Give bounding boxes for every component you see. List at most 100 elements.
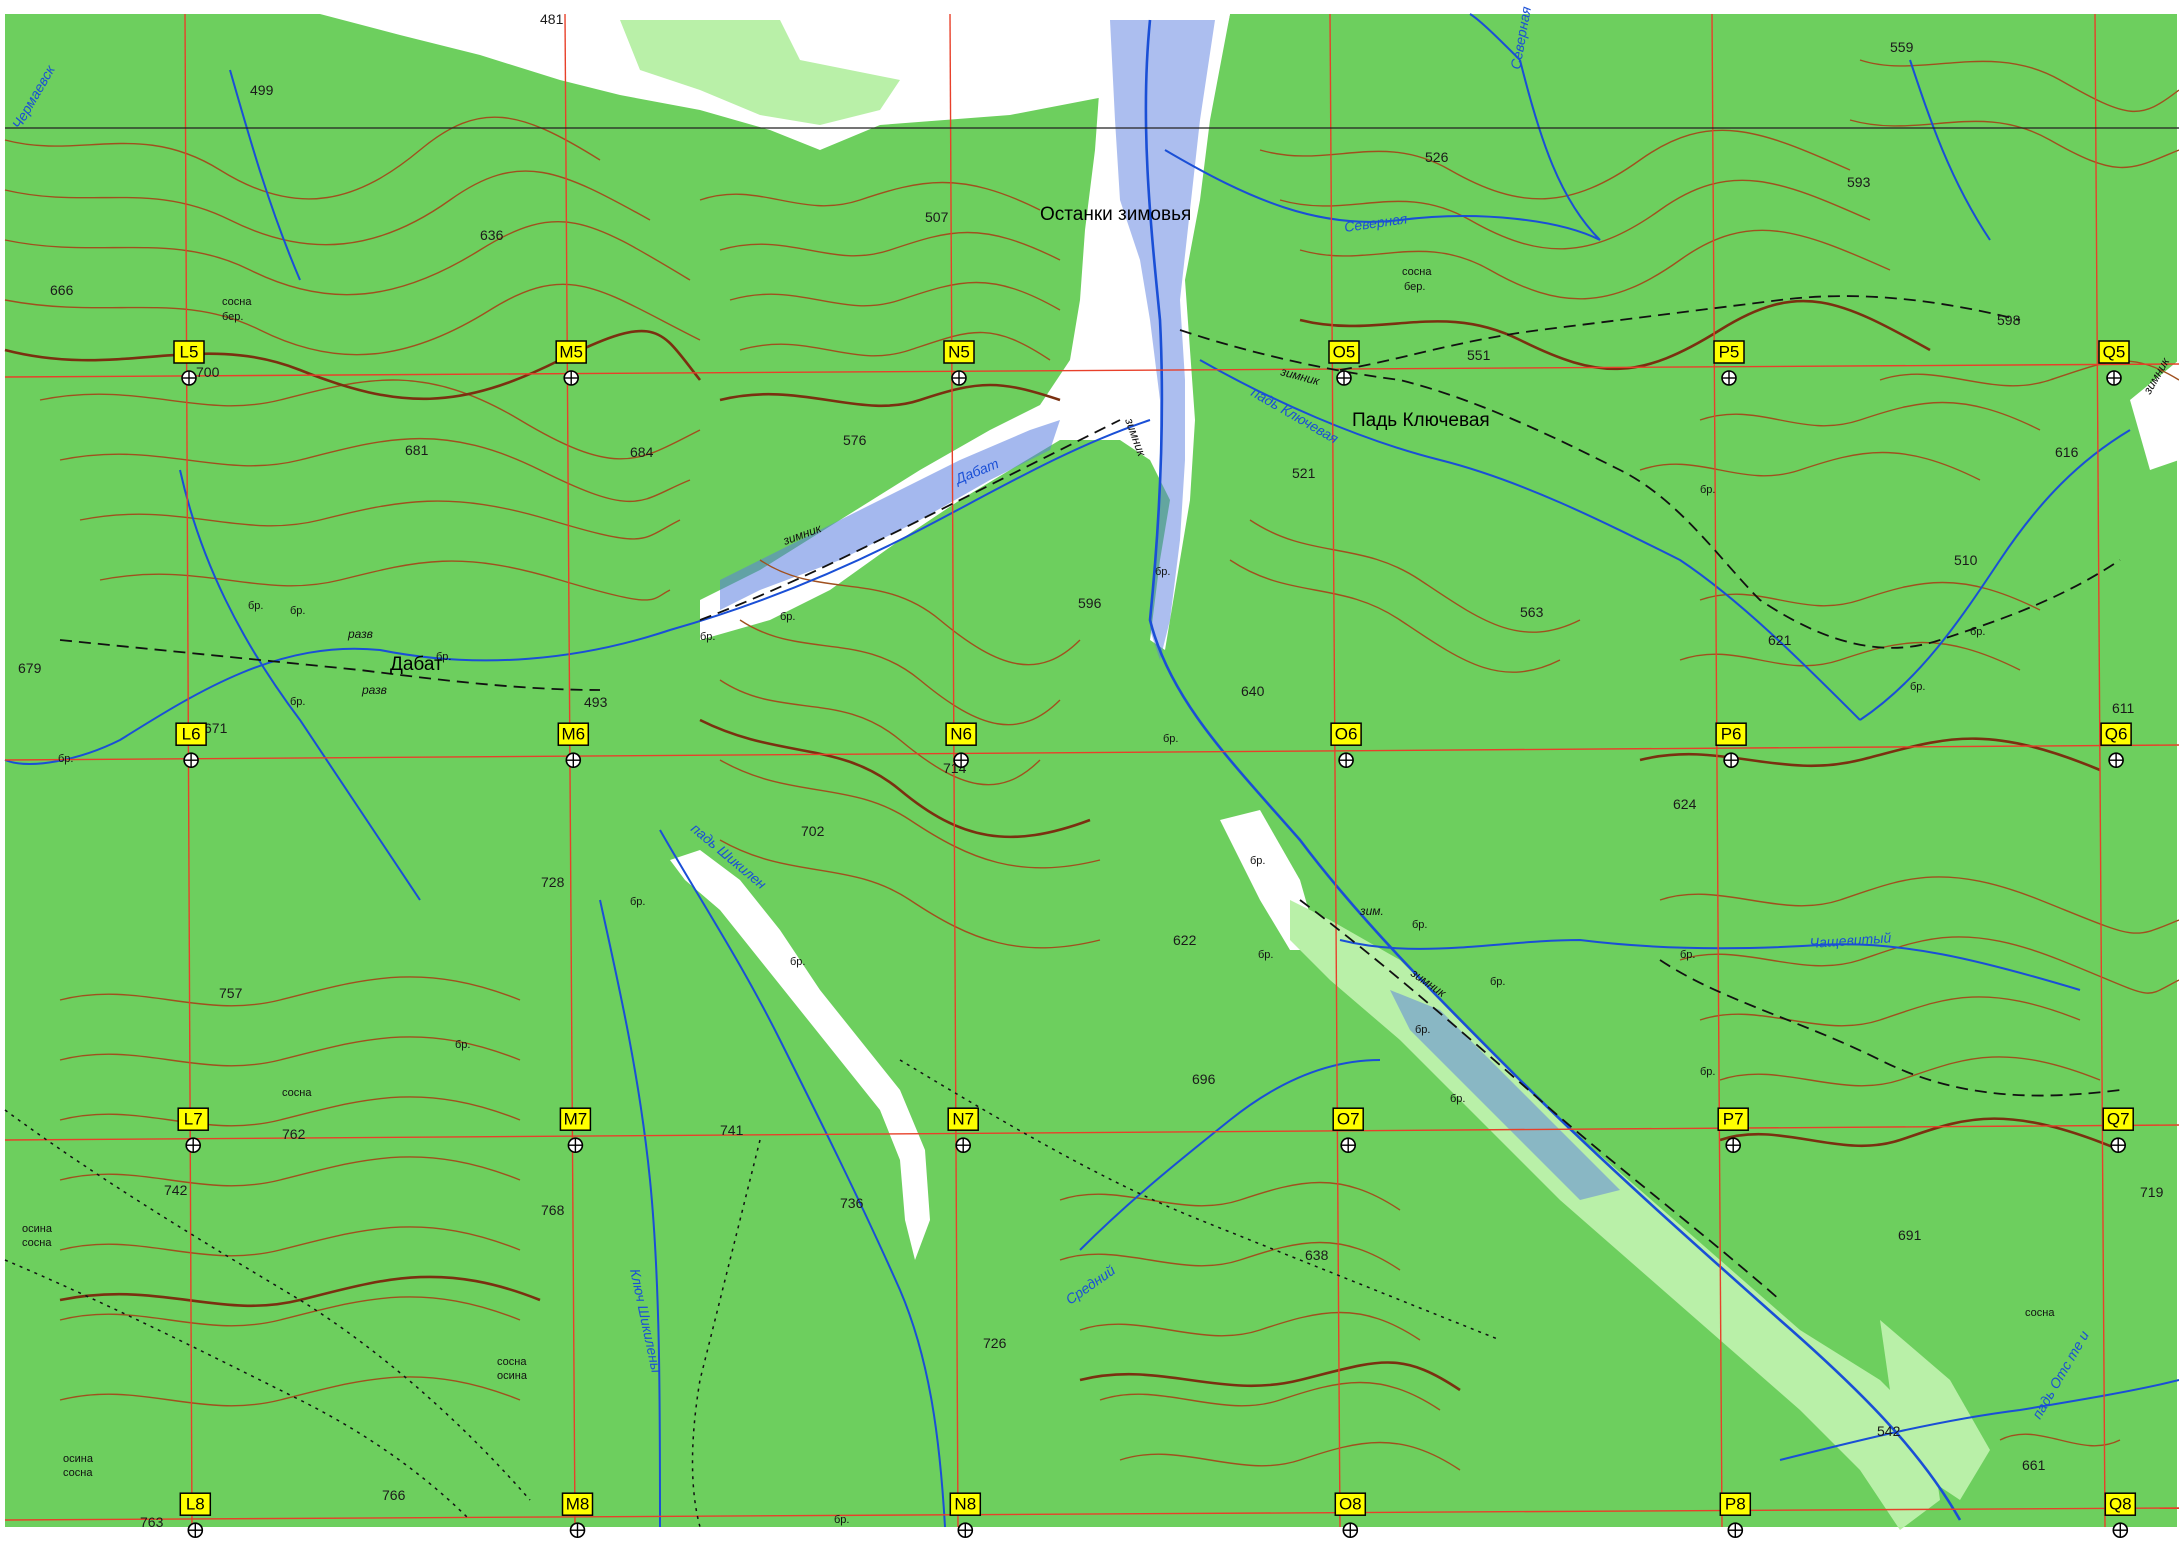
grid-layer [4, 13, 2179, 1528]
grid-marker-P6[interactable]: P6 [1715, 722, 1747, 769]
klyuchevaya-line [1199, 359, 1861, 721]
grid-line-v-N [949, 13, 959, 1528]
grid-marker-label: P6 [1721, 725, 1742, 744]
grid-marker-label: P7 [1723, 1110, 1744, 1129]
grid-marker-label: O5 [1333, 343, 1356, 362]
shrub-note: бр. [1163, 733, 1178, 745]
grid-marker-L5[interactable]: L5 [173, 340, 205, 386]
contour-line [739, 619, 1061, 726]
trail-label-razv: разв [361, 683, 387, 697]
grid-marker-N5[interactable]: N5 [943, 340, 975, 386]
grid-line-h-6 [4, 744, 2179, 761]
contour-line [79, 500, 681, 540]
grid-marker-M5[interactable]: M5 [555, 340, 587, 386]
grid-marker-O6[interactable]: O6 [1330, 722, 1362, 769]
grid-marker-label: O7 [1337, 1110, 1360, 1129]
elevation-label: 741 [720, 1122, 744, 1138]
contour-line [1719, 1056, 2101, 1087]
grid-marker-label-box [175, 722, 207, 746]
elevation-label: 757 [219, 985, 243, 1001]
grid-marker-label-box [947, 1107, 979, 1131]
shrub-note: бр. [790, 956, 805, 968]
contour-line [59, 976, 521, 1007]
vegetation-note: осина [497, 1370, 528, 1382]
east-creek-line [1859, 429, 2131, 721]
shrub-note: бр. [834, 1514, 849, 1526]
grid-marker-L7[interactable]: L7 [177, 1107, 209, 1153]
grid-marker-label: M7 [564, 1110, 588, 1129]
grid-marker-M6[interactable]: M6 [557, 722, 590, 769]
grid-marker-L6[interactable]: L6 [175, 722, 207, 769]
elevation-label: 679 [18, 660, 42, 676]
winter-road-north [1339, 295, 2021, 371]
elevation-label: 510 [1954, 552, 1978, 568]
grid-marker-label: M6 [561, 725, 585, 744]
elevation-label: 521 [1292, 465, 1316, 481]
index-contour [4, 329, 702, 401]
grid-marker-M8[interactable]: M8 [561, 1492, 594, 1538]
elevation-label: 593 [1847, 174, 1871, 190]
vegetation-note: сосна [2025, 1307, 2055, 1319]
grid-marker-label-box [179, 1492, 212, 1516]
grid-marker-N8[interactable]: N8 [949, 1492, 982, 1538]
contour-line [4, 170, 651, 246]
grid-marker-N6[interactable]: N6 [945, 722, 977, 769]
severnaya-line [1164, 59, 1601, 241]
grid-marker-P8[interactable]: P8 [1719, 1492, 1752, 1538]
east-meadow [2130, 360, 2179, 470]
grid-line-v-Q [2094, 13, 2106, 1528]
contour-line [1259, 129, 1851, 200]
grid-marker-M7[interactable]: M7 [559, 1107, 592, 1153]
grid-marker-label: N6 [950, 725, 972, 744]
grid-marker-P5[interactable]: P5 [1713, 340, 1745, 386]
grid-marker-label-box [1330, 722, 1362, 746]
grid-marker-P7[interactable]: P7 [1717, 1107, 1749, 1153]
grid-marker-Q6[interactable]: Q6 [2100, 722, 2132, 769]
grid-marker-O7[interactable]: O7 [1332, 1107, 1364, 1153]
south-east-meadow [1880, 1320, 1990, 1500]
grid-marker-Q5[interactable]: Q5 [2098, 340, 2130, 386]
shrub-note: бр. [1970, 626, 1985, 638]
grid-marker-label-box [1717, 1107, 1749, 1131]
winter-road-valley [699, 419, 1121, 621]
grid-marker-label-box [559, 1107, 592, 1131]
south-valley-marsh [1390, 990, 1620, 1200]
vegetation-note: сосна [63, 1467, 93, 1479]
elevation-label: 768 [541, 1202, 565, 1218]
contour-line [59, 1036, 521, 1067]
elevation-label: 728 [541, 874, 565, 890]
grid-marker-Q7[interactable]: Q7 [2102, 1107, 2134, 1153]
elevation-label: 666 [50, 282, 74, 298]
contour-line [719, 839, 1101, 949]
elevation-label: 624 [1673, 796, 1697, 812]
grid-marker-O5[interactable]: O5 [1328, 340, 1360, 386]
grid-marker-N7[interactable]: N7 [947, 1107, 979, 1153]
contour-line [1679, 936, 2179, 994]
index-contour-layer [4, 299, 2121, 1392]
elevation-label: 702 [801, 823, 825, 839]
grid-marker-label: P8 [1725, 1495, 1746, 1514]
grid-marker-Q8[interactable]: Q8 [2104, 1492, 2137, 1538]
elevation-label: 742 [164, 1182, 188, 1198]
vegetation-note: сосна [1402, 266, 1432, 278]
grid-line-h-7 [4, 1124, 2179, 1141]
shrub-note: бр. [630, 896, 645, 908]
shrub-note: бр. [290, 696, 305, 708]
contour-line [719, 231, 1061, 261]
index-contour [1299, 299, 1931, 371]
grid-line-h-5 [4, 363, 2179, 378]
grid-marker-label: L7 [184, 1110, 203, 1129]
grid-marker-O8[interactable]: O8 [1334, 1492, 1367, 1538]
grid-marker-label: P5 [1719, 343, 1740, 362]
shrub-note: бр. [700, 631, 715, 643]
grid-marker-label-box [1713, 340, 1745, 364]
vegetation-note: осина [22, 1223, 53, 1235]
vegetation-note: сосна [282, 1087, 312, 1099]
place-label-pad-klyuchevaya: Падь Ключевая [1352, 410, 1490, 431]
contour-line [719, 759, 1101, 869]
grid-marker-label-box [2100, 722, 2132, 746]
grid-marker-label-box [177, 1107, 209, 1131]
contour-line [1279, 179, 1871, 250]
grid-marker-L8[interactable]: L8 [179, 1492, 212, 1538]
